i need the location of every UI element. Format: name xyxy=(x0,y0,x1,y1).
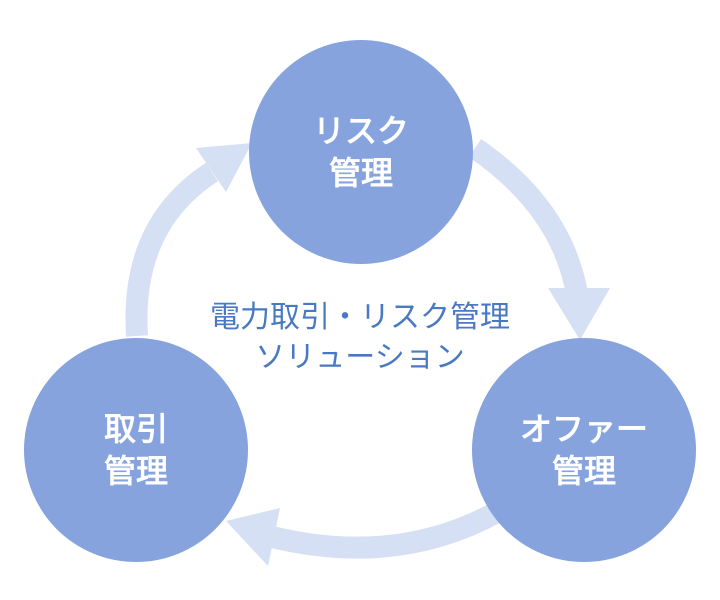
arrow-risk-to-offer xyxy=(468,138,589,302)
arrow-trade-to-risk xyxy=(125,162,219,337)
node-trade-management: 取引 管理 xyxy=(24,338,248,562)
node-risk-label-line1: リスク xyxy=(312,112,409,150)
node-offer-label-line2: 管理 xyxy=(551,452,616,490)
arrow-head-offer-to-trade xyxy=(226,508,280,566)
center-title: 電力取引・リスク管理 ソリューション xyxy=(170,298,550,378)
arrow-offer-to-trade xyxy=(265,502,503,559)
node-trade-label-line2: 管理 xyxy=(103,452,168,490)
center-title-line2: ソリューション xyxy=(255,340,465,375)
node-risk-management: リスク 管理 xyxy=(249,40,473,264)
node-offer-label-line1: オファー xyxy=(519,410,648,448)
arrow-head-trade-to-risk xyxy=(196,143,252,192)
node-risk-label-line2: 管理 xyxy=(328,154,393,192)
arrow-head-risk-to-offer xyxy=(548,288,610,340)
node-offer-management: オファー 管理 xyxy=(472,338,696,562)
node-trade-label-line1: 取引 xyxy=(103,410,168,448)
center-title-line1: 電力取引・リスク管理 xyxy=(210,300,510,335)
